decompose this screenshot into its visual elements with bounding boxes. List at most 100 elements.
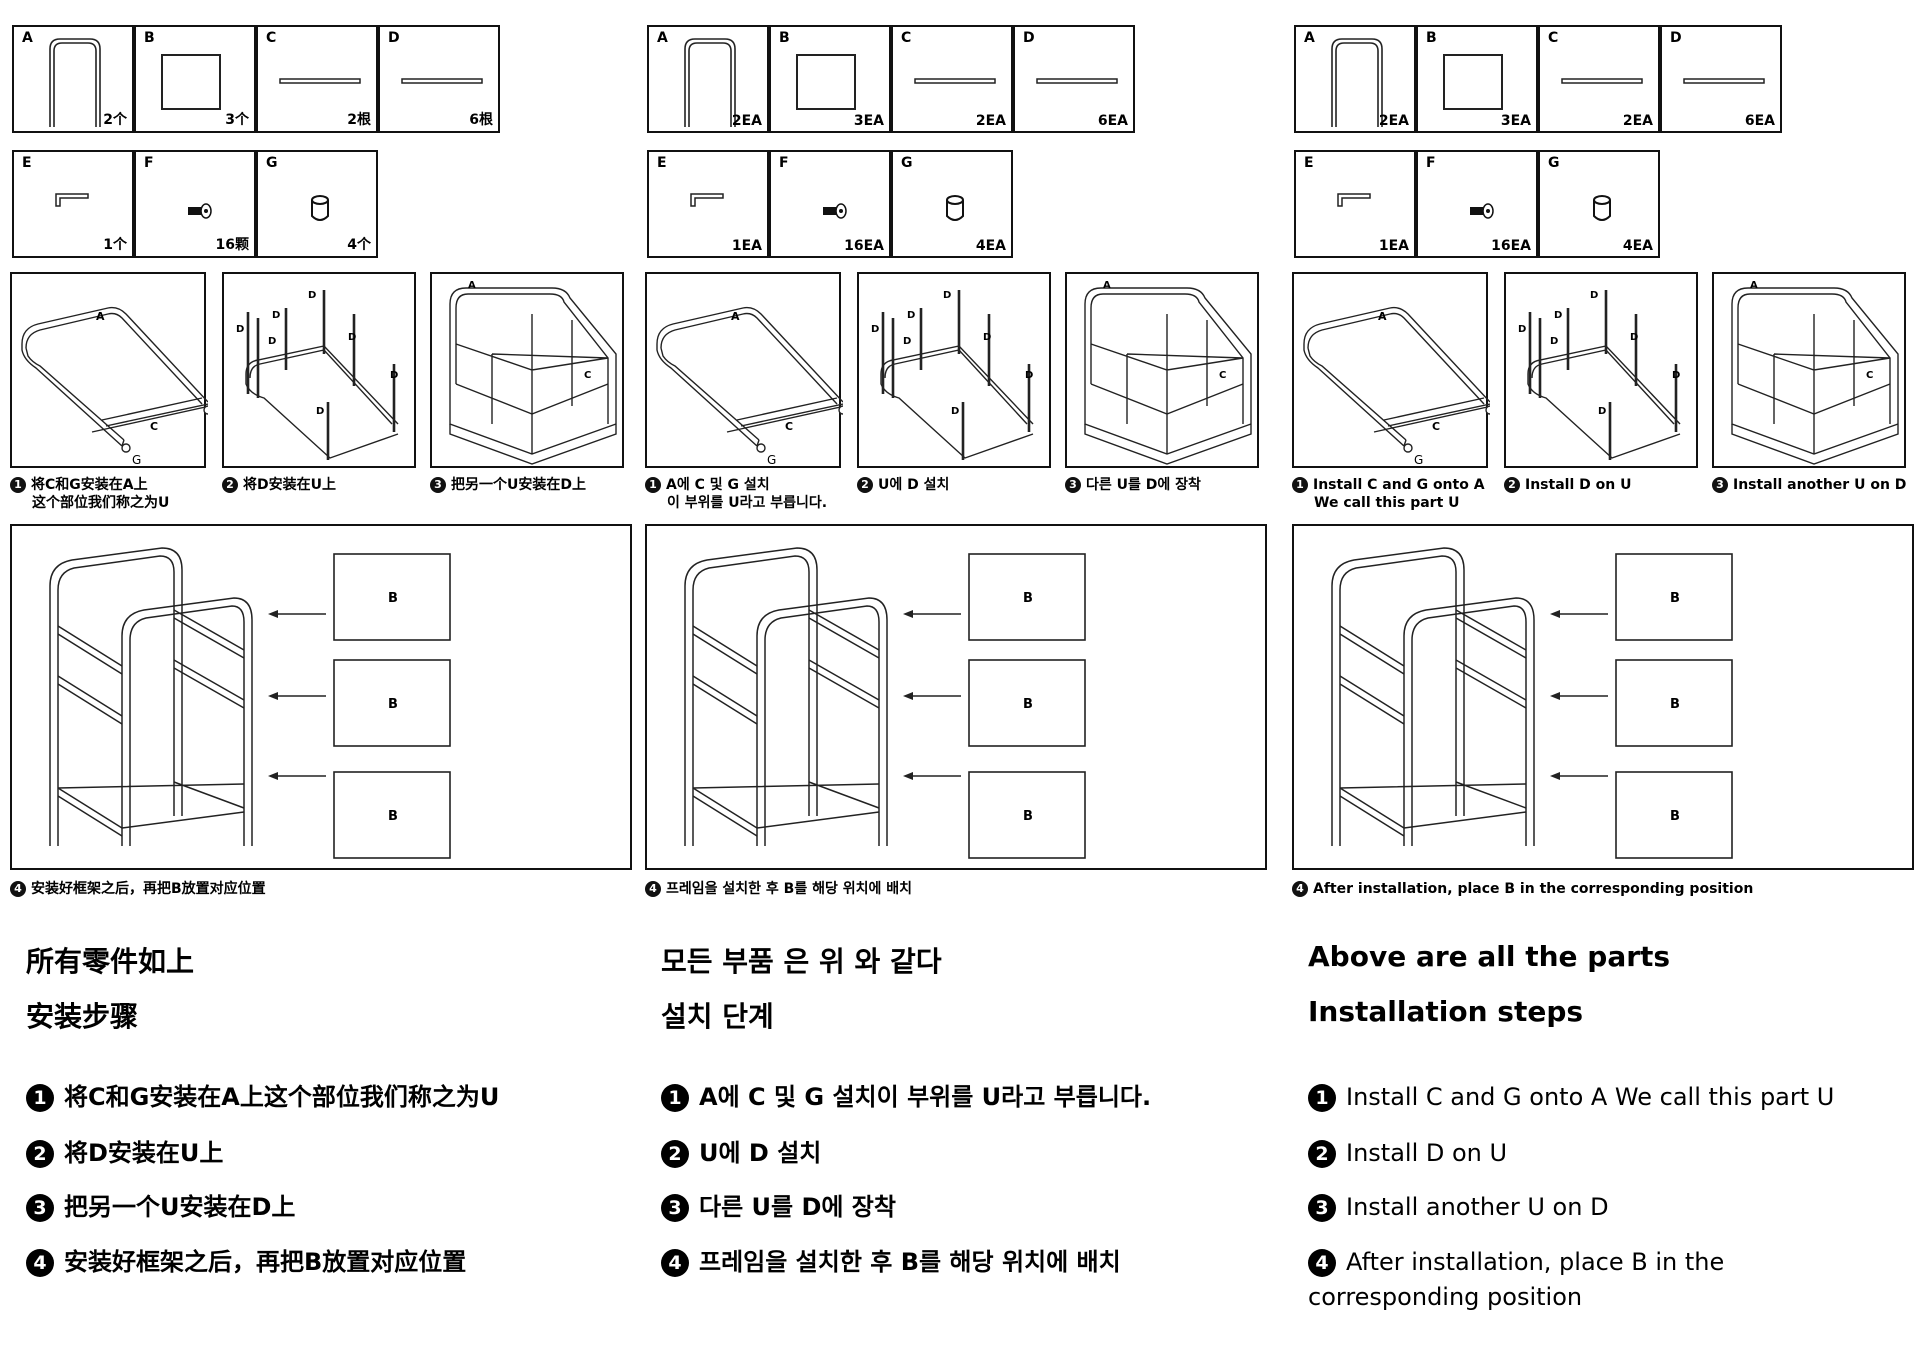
part-box-e: E 1个 <box>12 150 134 258</box>
step-number-badge: 2 <box>857 477 873 493</box>
diagram-label-c: C <box>785 420 793 433</box>
instruction-text: 다른 U를 D에 장착 <box>699 1193 896 1221</box>
part-quantity: 3EA <box>854 113 884 129</box>
part-box-d: D 6EA <box>1013 25 1135 133</box>
step-4-caption: 4 프레임을 설치한 후 B를 해당 위치에 배치 <box>645 880 912 898</box>
step-number-badge: 4 <box>10 881 26 897</box>
instruction-4: 4安装好框架之后，再把B放置对应位置 <box>26 1245 616 1280</box>
diagram-label-d: D <box>1598 406 1606 417</box>
step-number-badge: 4 <box>645 881 661 897</box>
step-number-badge: 3 <box>430 477 446 493</box>
step-caption-line1: 将D安装在U上 <box>243 477 336 493</box>
part-quantity: 2EA <box>1379 113 1409 129</box>
diagram-label-d: D <box>1025 370 1033 381</box>
part-letter: C <box>266 30 276 46</box>
diagram-label-d: D <box>1550 336 1558 347</box>
step-caption-line1: A에 C 및 G 설치 <box>666 477 770 493</box>
part-letter: E <box>22 155 32 171</box>
diagram-label-d: D <box>983 332 991 343</box>
step-caption-line1: 다른 U를 D에 장착 <box>1086 477 1201 493</box>
instruction-2: 2将D安装在U上 <box>26 1136 616 1171</box>
step-3-caption: 3 다른 U를 D에 장착 <box>1065 476 1201 494</box>
instruction-number-badge: 3 <box>1308 1194 1336 1222</box>
diagram-label-d: D <box>903 336 911 347</box>
instruction-3: 3把另一个U安装在D上 <box>26 1190 616 1225</box>
diagram-label-d: D <box>268 336 276 347</box>
part-quantity: 6EA <box>1098 113 1128 129</box>
step-2-caption: 2U에 D 설치 <box>857 476 949 494</box>
instruction-number-badge: 4 <box>26 1249 54 1277</box>
step-2-caption: 2将D安装在U上 <box>222 476 336 494</box>
part-quantity: 4EA <box>1623 238 1653 254</box>
step-caption-line2: We call this part U <box>1314 495 1460 511</box>
step-caption-line1: 把另一个U安装在D上 <box>451 477 586 493</box>
parts-heading: 所有零件如上 <box>26 940 194 980</box>
instruction-number-badge: 2 <box>1308 1140 1336 1168</box>
part-letter: E <box>657 155 667 171</box>
instruction-text: 将C和G安装在A上这个部位我们称之为U <box>64 1083 499 1111</box>
part-box-c: C 2根 <box>256 25 378 133</box>
step-4-caption-text: 프레임을 설치한 후 B를 해당 위치에 배치 <box>666 881 912 897</box>
part-box-c: C2EA <box>891 25 1013 133</box>
part-box-g: G4EA <box>1538 150 1660 258</box>
part-letter: D <box>1023 30 1035 46</box>
diagram-label-g: G <box>132 453 141 467</box>
part-quantity: 2根 <box>347 109 371 129</box>
panel-b-label: B <box>1023 697 1033 712</box>
diagram-label-d: D <box>951 406 959 417</box>
part-letter: B <box>1426 30 1437 46</box>
part-box-g: G4个 <box>256 150 378 258</box>
part-letter: A <box>22 30 33 46</box>
part-letter: B <box>144 30 155 46</box>
diagram-label-c: C <box>1432 420 1440 433</box>
part-quantity: 6EA <box>1745 113 1775 129</box>
diagram-label-d: D <box>348 332 356 343</box>
part-letter: G <box>901 155 913 171</box>
part-box-c: C2EA <box>1538 25 1660 133</box>
step-caption-line1: Install D on U <box>1525 477 1631 493</box>
part-box-f: F16EA <box>1416 150 1538 258</box>
parts-heading: 모든 부품 은 위 와 같다 <box>661 940 942 980</box>
diagram-label-d: D <box>1672 370 1680 381</box>
part-letter: A <box>1304 30 1315 46</box>
instruction-number-badge: 3 <box>26 1194 54 1222</box>
part-letter: B <box>779 30 790 46</box>
instruction-number-badge: 4 <box>661 1249 689 1277</box>
step-4-caption-text: After installation, place B in the corre… <box>1313 881 1753 897</box>
part-quantity: 16EA <box>844 238 884 254</box>
step-caption-line1: Install another U on D <box>1733 477 1906 493</box>
diagram-label-d: D <box>871 324 879 335</box>
instruction-text: Install C and G onto A We call this part… <box>1346 1083 1834 1111</box>
panel-b-label: B <box>388 809 398 824</box>
instruction-number-badge: 1 <box>26 1084 54 1112</box>
instruction-number-badge: 2 <box>26 1140 54 1168</box>
panel-b-label: B <box>1670 697 1680 712</box>
diagram-label-a: A <box>96 310 105 323</box>
part-quantity: 16颗 <box>216 234 249 254</box>
part-quantity: 1个 <box>103 234 127 254</box>
step-3-diagram: AC <box>1712 272 1906 468</box>
step-number-badge: 3 <box>1065 477 1081 493</box>
diagram-label-a: A <box>731 310 740 323</box>
part-letter: F <box>1426 155 1436 171</box>
step-4-diagram: BBB <box>10 524 632 870</box>
part-quantity: 2EA <box>1623 113 1653 129</box>
diagram-label-d: D <box>1590 290 1598 301</box>
part-letter: F <box>779 155 789 171</box>
part-quantity: 4EA <box>976 238 1006 254</box>
diagram-label-d: D <box>316 406 324 417</box>
step-1-caption: 1将C和G安装在A上这个部位我们称之为U <box>10 476 169 512</box>
part-box-f: F16颗 <box>134 150 256 258</box>
diagram-label-d: D <box>390 370 398 381</box>
